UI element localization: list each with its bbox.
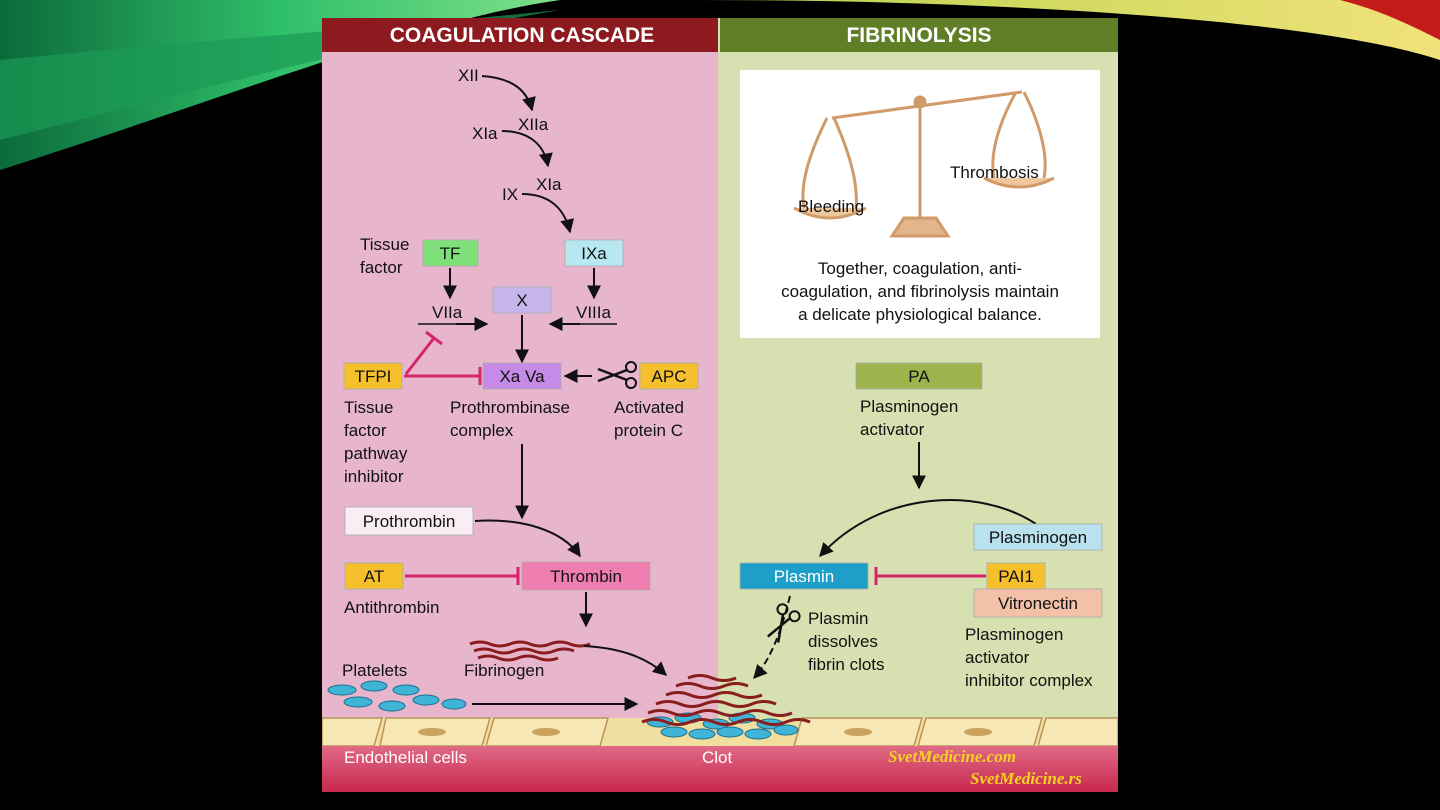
at-label: AT	[364, 567, 384, 586]
fibrinogen-label: Fibrinogen	[464, 661, 544, 680]
clot-label: Clot	[702, 748, 733, 767]
pa-full-line2: activator	[860, 420, 925, 439]
balance-text-line1: Together, coagulation, anti-	[818, 259, 1022, 278]
plasmin-label: Plasmin	[774, 567, 834, 586]
x-box	[492, 286, 552, 314]
label-ix: IX	[502, 185, 518, 204]
prothrombin-label: Prothrombin	[363, 512, 456, 531]
pai1-box	[986, 562, 1046, 590]
label-xia-output: XIa	[536, 175, 562, 194]
apc-full-line1: Activated	[614, 398, 684, 417]
tf-box	[422, 239, 479, 267]
pai-complex-line3: inhibitor complex	[965, 671, 1093, 690]
balance-scale-icon	[793, 90, 1055, 238]
arrow-fibrinogen-clot	[583, 645, 668, 676]
plasminogen-label: Plasminogen	[989, 528, 1087, 547]
platelets-cluster	[327, 680, 467, 712]
label-tissue-line1: Tissue	[360, 235, 409, 254]
x-label: X	[516, 291, 527, 310]
fibrinogen-strands	[469, 640, 591, 662]
balance-text-line2: coagulation, and fibrinolysis maintain	[781, 282, 1059, 301]
at-box	[344, 562, 404, 590]
label-viiia: VIIIa	[576, 303, 612, 322]
label-xia-input: XIa	[472, 124, 498, 143]
vitronectin-box	[973, 588, 1103, 618]
inhibit-bar-viia	[425, 330, 443, 346]
watermark-line1: SvetMedicine.com	[888, 747, 1016, 766]
apc-label: APC	[652, 367, 687, 386]
pa-full-line1: Plasminogen	[860, 397, 958, 416]
pa-box	[855, 362, 983, 390]
arrow-xia-xia	[501, 130, 553, 168]
scissors-icon	[597, 361, 637, 389]
arrow-prothrombin-thrombin	[474, 519, 581, 558]
scissors-icon	[767, 603, 801, 643]
tfpi-full-line2: factor	[344, 421, 387, 440]
plasminogen-box	[973, 523, 1103, 551]
apc-box	[639, 362, 699, 390]
arrow-plasminogen-plasmin	[819, 499, 1037, 558]
antithrombin-label: Antithrombin	[344, 598, 439, 617]
ixa-box	[564, 239, 624, 267]
arrow-xii-xiia	[481, 75, 536, 112]
thrombin-label: Thrombin	[550, 567, 622, 586]
coagulation-fibrinolysis-diagram: COAGULATION CASCADE FIBRINOLYSIS XII XII…	[322, 18, 1118, 792]
xava-box	[482, 362, 562, 390]
vitronectin-label: Vitronectin	[998, 594, 1078, 613]
thrombosis-label: Thrombosis	[950, 163, 1039, 182]
tfpi-label: TFPI	[355, 367, 392, 386]
arrow-plasmin-clot	[753, 595, 791, 680]
tfpi-box	[343, 362, 403, 390]
pai1-label: PAI1	[998, 567, 1034, 586]
pai-complex-line2: activator	[965, 648, 1030, 667]
xava-label: Xa Va	[499, 367, 545, 386]
plasmin-dissolves-line3: fibrin clots	[808, 655, 885, 674]
prothrombinase-line2: complex	[450, 421, 514, 440]
label-xii: XII	[458, 66, 479, 85]
thrombin-box	[521, 561, 651, 591]
plasmin-box	[739, 562, 869, 590]
label-tissue-line2: factor	[360, 258, 403, 277]
inhibit-tfpi-viia	[404, 337, 436, 375]
balance-text-line3: a delicate physiological balance.	[798, 305, 1042, 324]
plasmin-dissolves-line1: Plasmin	[808, 609, 868, 628]
endothelial-cells	[322, 717, 1118, 747]
coagulation-header: COAGULATION CASCADE	[390, 24, 654, 47]
tfpi-full-line4: inhibitor	[344, 467, 404, 486]
tfpi-full-line3: pathway	[344, 444, 408, 463]
prothrombinase-line1: Prothrombinase	[450, 398, 570, 417]
clot-mass	[641, 674, 811, 740]
endothelial-label: Endothelial cells	[344, 748, 467, 767]
pa-label: PA	[908, 367, 930, 386]
arrow-ix-ixa	[521, 193, 574, 234]
platelets-label: Platelets	[342, 661, 407, 680]
pai-complex-line1: Plasminogen	[965, 625, 1063, 644]
label-xiia: XIIa	[518, 115, 549, 134]
bleeding-label: Bleeding	[798, 197, 864, 216]
apc-full-line2: protein C	[614, 421, 683, 440]
plasmin-dissolves-line2: dissolves	[808, 632, 878, 651]
coagulation-header-bar	[322, 18, 718, 52]
prothrombin-box	[344, 506, 474, 536]
fibrinolysis-header: FIBRINOLYSIS	[846, 24, 991, 47]
tfpi-full-line1: Tissue	[344, 398, 393, 417]
watermark-line2: SvetMedicine.rs	[970, 769, 1082, 788]
label-viia: VIIa	[432, 303, 463, 322]
green-swoosh-decoration	[0, 0, 1440, 170]
fibrinolysis-header-bar	[720, 18, 1118, 52]
ixa-label: IXa	[581, 244, 607, 263]
tissue-layer	[322, 746, 1118, 792]
tf-label: TF	[440, 244, 461, 263]
